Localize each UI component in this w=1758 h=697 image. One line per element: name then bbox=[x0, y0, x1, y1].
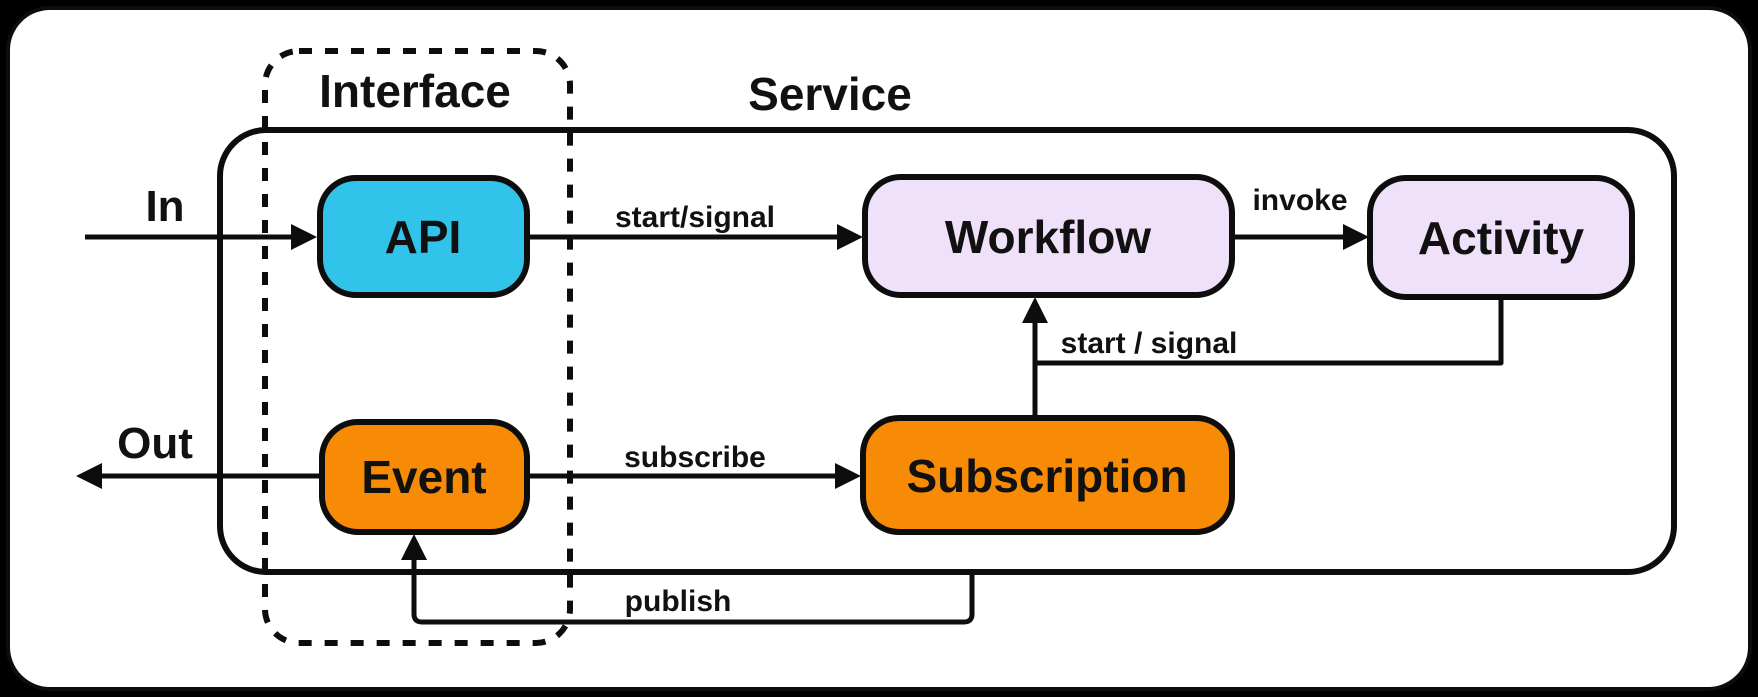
interface-group-box bbox=[262, 48, 573, 646]
workflow-node-label: Workflow bbox=[945, 211, 1151, 263]
subscription-node-box bbox=[860, 415, 1235, 535]
arrowhead-publish bbox=[401, 534, 427, 560]
edge-out bbox=[76, 463, 322, 489]
service-group-box bbox=[217, 127, 1677, 575]
edge-workflow-activity bbox=[1232, 224, 1369, 250]
event-node-label: Event bbox=[361, 451, 486, 503]
edge-label-in: In bbox=[145, 182, 184, 231]
edge-label-publish: publish bbox=[625, 585, 732, 618]
arrowhead-workflow-activity bbox=[1343, 224, 1369, 250]
node-workflow: Workflow bbox=[862, 174, 1235, 298]
edge-activity-join bbox=[1035, 297, 1504, 366]
edge-label-out: Out bbox=[117, 419, 193, 468]
arrowhead-subscription-workflow bbox=[1022, 297, 1048, 323]
interface-group-label: Interface bbox=[319, 65, 511, 117]
edge-subscription-workflow bbox=[1022, 297, 1048, 418]
activity-node-box bbox=[1367, 175, 1635, 300]
edge-label-start-slash-signal: start / signal bbox=[1061, 327, 1238, 360]
arrowhead-in bbox=[291, 224, 317, 250]
api-node-box bbox=[317, 175, 530, 298]
arrowhead-api-workflow bbox=[837, 224, 863, 250]
arrowhead-out bbox=[76, 463, 102, 489]
edge-event-subscription bbox=[527, 463, 861, 489]
node-subscription: Subscription bbox=[860, 415, 1235, 535]
node-api: API bbox=[317, 175, 530, 298]
arrowhead-event-subscription bbox=[835, 463, 861, 489]
edge-publish bbox=[401, 534, 975, 625]
workflow-node-box bbox=[862, 174, 1235, 298]
edge-api-workflow bbox=[527, 224, 863, 250]
event-node-box bbox=[319, 419, 530, 535]
subscription-node-label: Subscription bbox=[906, 450, 1187, 502]
api-node-label: API bbox=[385, 211, 462, 263]
node-activity: Activity bbox=[1367, 175, 1635, 300]
activity-node-label: Activity bbox=[1418, 212, 1585, 264]
service-group-label: Service bbox=[748, 68, 912, 120]
edge-label-invoke: invoke bbox=[1252, 184, 1347, 217]
edge-in bbox=[85, 224, 317, 250]
edge-label-start-signal: start/signal bbox=[615, 201, 775, 234]
edge-label-subscribe: subscribe bbox=[624, 441, 766, 474]
node-event: Event bbox=[319, 419, 530, 535]
